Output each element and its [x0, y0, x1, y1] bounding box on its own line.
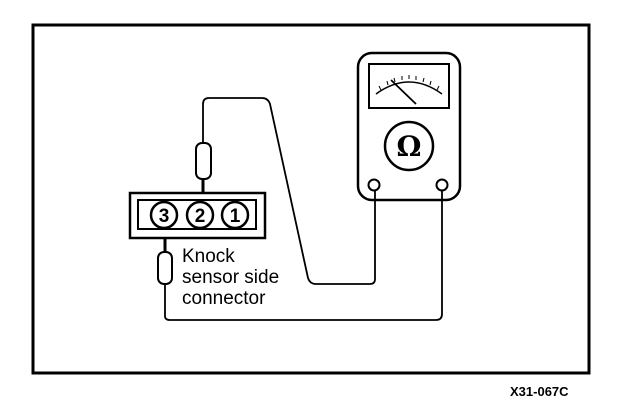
probe-pin-2 — [195, 142, 212, 180]
pin-2-socket — [185, 200, 215, 230]
pin-3-label: 3 — [159, 206, 170, 227]
meter-display — [368, 63, 450, 109]
caption-line-3: connector — [182, 288, 266, 309]
pin-3-socket — [149, 200, 179, 230]
ohm-symbol: Ω — [397, 130, 422, 163]
caption-line-1: Knock — [182, 246, 235, 267]
meter-dial — [383, 120, 435, 172]
ohmmeter-icon: Ω — [356, 51, 462, 202]
knock-sensor-connector: 3 2 1 — [128, 191, 267, 240]
probe-pin-3 — [157, 251, 173, 285]
meter-scale-arc — [375, 81, 443, 95]
pin-2-label: 2 — [195, 206, 206, 227]
meter-terminal-right — [435, 178, 449, 192]
pin-1-label: 1 — [230, 206, 241, 227]
meter-terminal-left — [367, 178, 381, 192]
diagram-frame — [31, 23, 591, 375]
meter-scale-ticks — [378, 75, 440, 91]
figure-reference-code: X31-067C — [510, 384, 569, 399]
test-leads — [164, 97, 443, 321]
connector-caption: Knock sensor side connector — [182, 246, 279, 309]
caption-line-2: sensor side — [182, 267, 279, 288]
meter-needle — [390, 79, 417, 105]
pin-1-socket — [220, 200, 250, 230]
lead-pin-2-to-left-terminal — [202, 97, 376, 285]
lead-pin-3-to-right-terminal — [164, 191, 443, 321]
